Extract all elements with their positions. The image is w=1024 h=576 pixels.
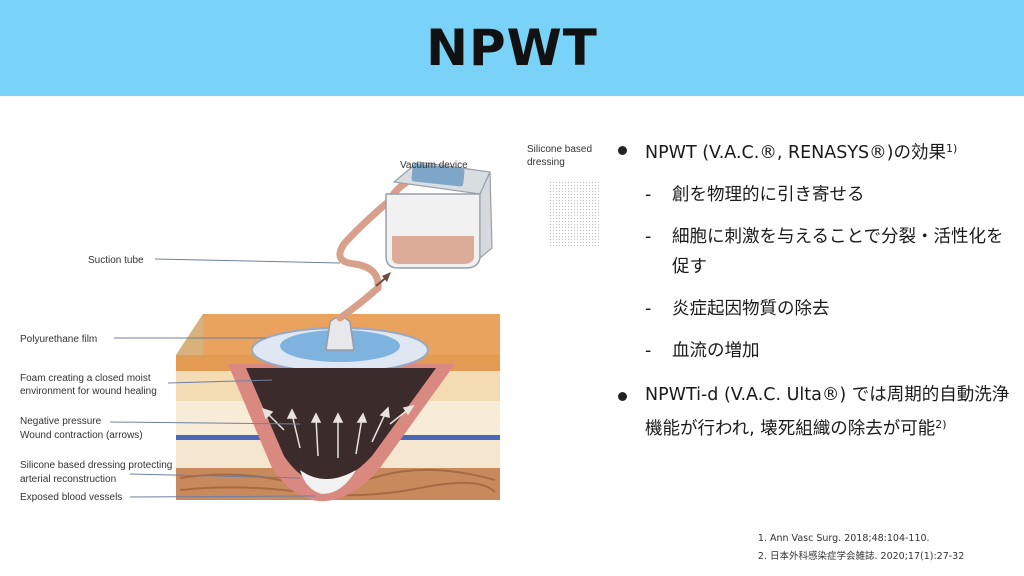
foam-shape (246, 368, 436, 484)
bullet-npwt-effects: NPWT (V.A.C.®, RENASYS®)の効果1) (618, 134, 1018, 168)
sub-list: -創を物理的に引き寄せる -細胞に刺激を与えることで分裂・活性化を促す -炎症起… (618, 180, 1018, 366)
slide-title: NPWT (426, 19, 598, 77)
sub-item: -細胞に刺激を与えることで分裂・活性化を促す (645, 227, 1004, 277)
label-wound-contraction: Wound contraction (arrows) (20, 430, 143, 441)
bullet-dot-icon (618, 146, 627, 155)
suction-port (325, 316, 355, 351)
ref-mark-2: 2) (935, 418, 947, 431)
npwt-diagram: Vacuum device Silicone based dressing Su… (0, 118, 610, 518)
sub-item: -創を物理的に引き寄せる (645, 185, 865, 205)
ref-mark-1: 1) (945, 142, 958, 155)
label-suction-tube: Suction tube (88, 255, 144, 266)
sub-item: -炎症起因物質の除去 (645, 299, 830, 319)
label-negative-pressure: Negative pressure (20, 416, 102, 427)
bullet-npwti-d: NPWTi-d (V.A.C. Ulta®) では周期的自動洗浄機能が行われ, … (618, 380, 1018, 444)
label-vacuum-device: Vacuum device (400, 160, 468, 171)
label-silicone-dressing-2: dressing (527, 157, 565, 168)
silicone-dressing-patch (548, 180, 600, 246)
label-blood-vessels: Exposed blood vessels (20, 492, 122, 503)
label-silicone-dressing-1: Silicone based (527, 144, 592, 155)
reference-item: Ann Vasc Surg. 2018;48:104-110. (770, 530, 964, 548)
bullet-npwt-text: NPWT (V.A.C.®, RENASYS®)の効果 (645, 143, 946, 163)
references: Ann Vasc Surg. 2018;48:104-110. 日本外科感染症学… (754, 530, 964, 566)
bullet-npwti-text: NPWTi-d (V.A.C. Ulta®) では周期的自動洗浄機能が行われ, … (645, 385, 1010, 439)
vacuum-device-shape (385, 161, 493, 269)
bullet-list: NPWT (V.A.C.®, RENASYS®)の効果1) -創を物理的に引き寄… (618, 134, 1018, 444)
label-foam-1: Foam creating a closed moist (20, 373, 151, 384)
sub-item: -血流の増加 (645, 341, 760, 361)
bullet-dot-icon (618, 392, 627, 401)
title-bar: NPWT (0, 0, 1024, 96)
label-polyurethane-film: Polyurethane film (20, 334, 97, 345)
label-foam-2: environment for wound healing (20, 386, 157, 397)
label-silicone-protecting-2: arterial reconstruction (20, 474, 116, 485)
label-silicone-protecting-1: Silicone based dressing protecting (20, 460, 172, 471)
reference-item: 日本外科感染症学会雑誌. 2020;17(1):27-32 (770, 548, 964, 566)
